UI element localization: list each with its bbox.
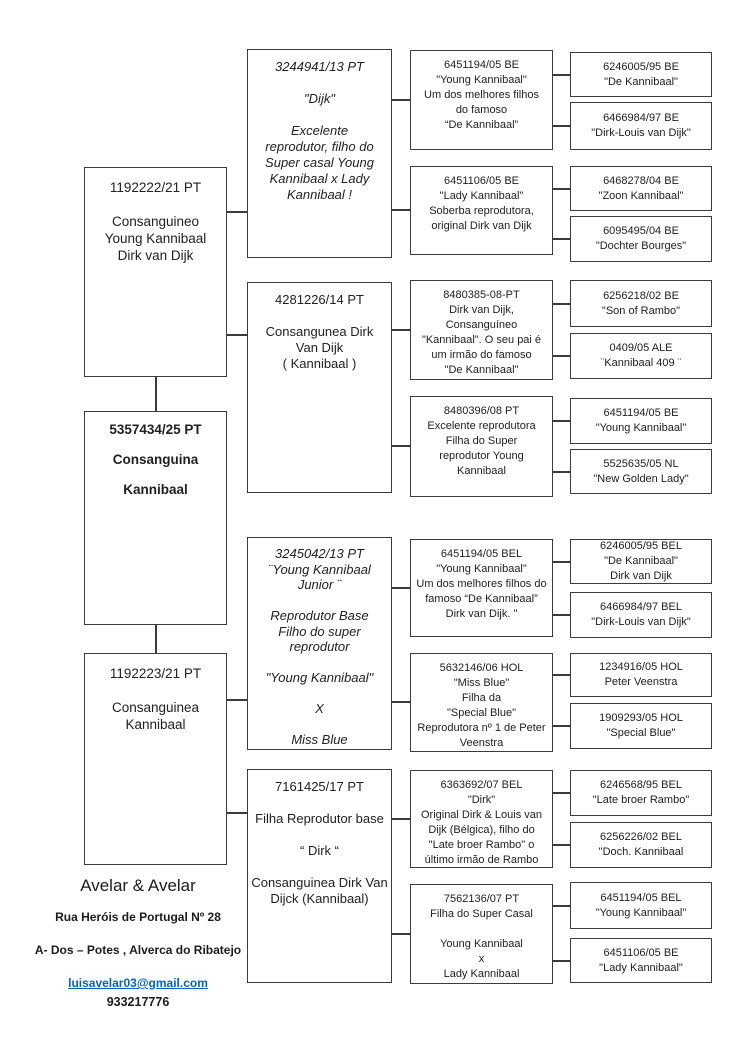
sire-box: 1192222/21 PT Consanguineo Young Kanniba…: [84, 167, 227, 377]
connector-line: [553, 74, 570, 76]
gg-grandparent-box-8: 5525635/05 NL "New Golden Lady": [570, 449, 712, 494]
connector-line: [227, 334, 247, 336]
gg-grandparent-box-16: 6451106/05 BE "Lady Kannibaal": [570, 938, 712, 983]
grandparent-box-3: 3245042/13 PT ¨Young Kannibaal Junior ¨ …: [247, 537, 392, 750]
great-grandparent-box-4: 8480396/08 PT Excelente reprodutora Filh…: [410, 396, 553, 497]
connector-line: [553, 614, 570, 616]
great-grandparent-box-1: 6451194/05 BE "Young Kannibaal" Um dos m…: [410, 50, 553, 150]
gg-grandparent-box-9: 6246005/95 BEL "De Kannibaal" Dirk van D…: [570, 539, 712, 584]
connector-line: [155, 377, 157, 411]
gg-grandparent-box-14: 6256226/02 BEL "Doch. Kannibaal: [570, 822, 712, 868]
gg-grandparent-box-3: 6468278/04 BE "Zoon Kannibaal": [570, 166, 712, 211]
gg-grandparent-box-1: 6246005/95 BE "De Kannibaal": [570, 52, 712, 97]
great-grandparent-box-7: 6363692/07 BEL "Dirk" Original Dirk & Lo…: [410, 770, 553, 868]
gg-grandparent-box-4: 6095495/04 BE "Dochter Bourges": [570, 216, 712, 262]
gg-grandparent-box-7: 6451194/05 BE "Young Kannibaal": [570, 398, 712, 444]
breeder-name: Avelar & Avelar: [80, 876, 196, 895]
connector-line: [553, 905, 570, 907]
connector-line: [553, 844, 570, 846]
grandparent-box-1: 3244941/13 PT "Dijk" Excelente reproduto…: [247, 49, 392, 258]
connector-line: [553, 725, 570, 727]
connector-line: [227, 812, 247, 814]
connector-line: [392, 329, 410, 331]
gg-grandparent-box-15: 6451194/05 BEL "Young Kannibaal": [570, 882, 712, 929]
connector-line: [392, 933, 410, 935]
great-grandparent-box-8: 7562136/07 PT Filha do Super Casal Young…: [410, 884, 553, 984]
gg-grandparent-box-2: 6466984/97 BE "Dirk-Louis van Dijk": [570, 102, 712, 150]
connector-line: [553, 420, 570, 422]
gg-grandparent-box-12: 1909293/05 HOL "Special Blue": [570, 703, 712, 749]
grandparent-box-4: 7161425/17 PT Filha Reprodutor base “ Di…: [247, 769, 392, 983]
connector-line: [553, 471, 570, 473]
gg-grandparent-box-13: 6246568/95 BEL "Late broer Rambo": [570, 770, 712, 816]
connector-line: [392, 818, 410, 820]
connector-line: [392, 701, 410, 703]
connector-line: [553, 561, 570, 563]
gg-grandparent-box-5: 6256218/02 BE "Son of Rambo": [570, 280, 712, 327]
gg-grandparent-box-11: 1234916/05 HOL Peter Veenstra: [570, 653, 712, 697]
connector-line: [553, 125, 570, 127]
breeder-info: Avelar & Avelar Rua Heróis de Portugal N…: [12, 876, 264, 1009]
connector-line: [392, 209, 410, 211]
connector-line: [553, 188, 570, 190]
address-line-1: Rua Heróis de Portugal Nº 28: [55, 910, 221, 924]
great-grandparent-box-2: 6451106/05 BE "Lady Kannibaal" Soberba r…: [410, 166, 553, 255]
great-grandparent-box-6: 5632146/06 HOL "Miss Blue" Filha da "Spe…: [410, 653, 553, 752]
connector-line: [553, 238, 570, 240]
address-line-2: A- Dos – Potes , Alverca do Ribatejo: [34, 943, 242, 957]
connector-line: [553, 355, 570, 357]
gg-grandparent-box-6: 0409/05 ALE ¨Kannibaal 409 ¨: [570, 333, 712, 379]
connector-line: [553, 303, 570, 305]
connector-line: [553, 960, 570, 962]
gg-grandparent-box-10: 6466984/97 BEL "Dirk-Louis van Dijk": [570, 592, 712, 638]
connector-line: [227, 699, 247, 701]
connector-line: [227, 211, 247, 213]
connector-line: [392, 445, 410, 447]
great-grandparent-box-5: 6451194/05 BEL "Young Kannibaal" Um dos …: [410, 539, 553, 637]
subject-box: 5357434/25 PT Consanguina Kannibaal: [84, 411, 227, 625]
grandparent-box-2: 4281226/14 PT Consangunea Dirk Van Dijk …: [247, 282, 392, 493]
connector-line: [392, 587, 410, 589]
great-grandparent-box-3: 8480385-08-PT Dirk van Dijk, Consanguíne…: [410, 280, 553, 380]
dam-box: 1192223/21 PT Consanguinea Kannibaal: [84, 653, 227, 865]
connector-line: [392, 99, 410, 101]
connector-line: [155, 625, 157, 653]
connector-line: [553, 674, 570, 676]
email-link[interactable]: luisavelar03@gmail.com: [68, 976, 208, 990]
phone-number: 933217776: [106, 995, 170, 1009]
connector-line: [553, 792, 570, 794]
